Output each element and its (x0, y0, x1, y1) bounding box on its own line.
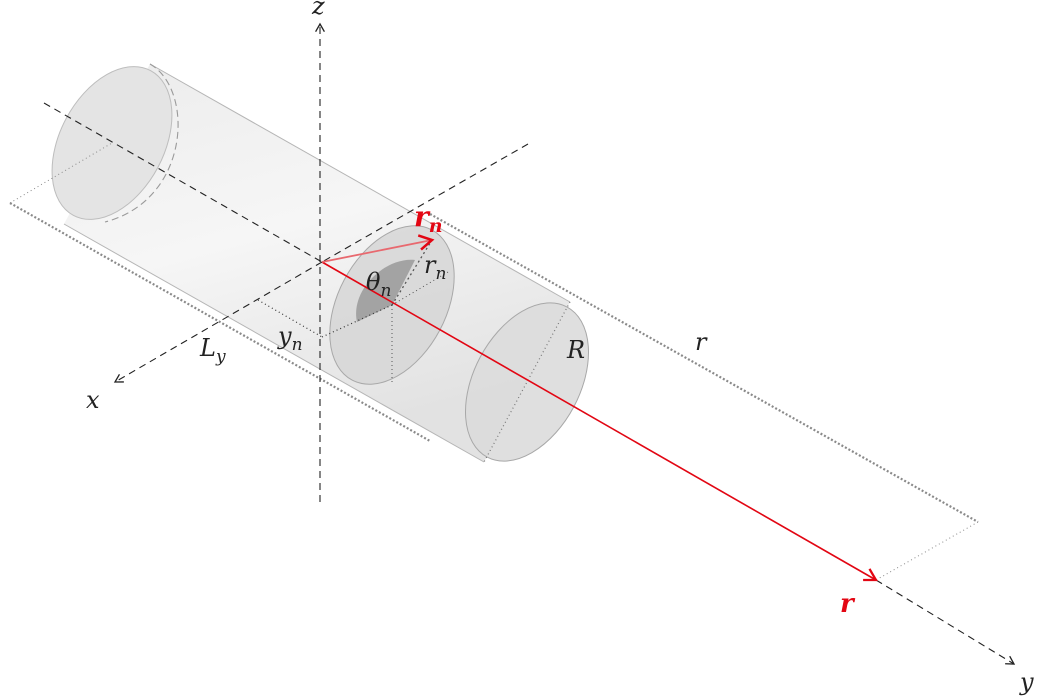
ly-guide-lines (9, 142, 431, 442)
yn-base: y (277, 322, 292, 350)
axis-y-label: y (1019, 668, 1034, 696)
vector-rn-base: r (414, 200, 431, 233)
ly-sub: y (215, 347, 226, 367)
ly-base: L (199, 334, 216, 362)
distance-r-label: r (695, 328, 708, 356)
yn-guide-lines (257, 299, 393, 338)
vector-r-label: r (840, 589, 856, 619)
yn-label: yn (277, 322, 303, 355)
theta-n-label: θn (366, 268, 391, 301)
yn-sub: n (292, 335, 303, 355)
axis-z-label: z (311, 0, 325, 20)
vector-rn-sub: n (429, 215, 443, 237)
rn-label: rn (424, 251, 446, 284)
theta-sub: n (380, 281, 391, 301)
r-guide-lines (429, 213, 979, 581)
ly-label: Ly (199, 334, 226, 367)
axis-x-label: x (86, 386, 100, 414)
rn-base: r (424, 251, 437, 279)
vector-r-arrow (321, 261, 878, 582)
cylinder-body (63, 63, 571, 463)
theta-sector (356, 259, 415, 322)
rn-sub: n (435, 264, 446, 284)
cylinder-left-cap (51, 63, 179, 223)
vector-rn-label: rn (414, 200, 443, 237)
vector-rn-arrow (321, 234, 435, 263)
radius-R-label: R (566, 336, 585, 364)
theta-base: θ (366, 268, 381, 296)
